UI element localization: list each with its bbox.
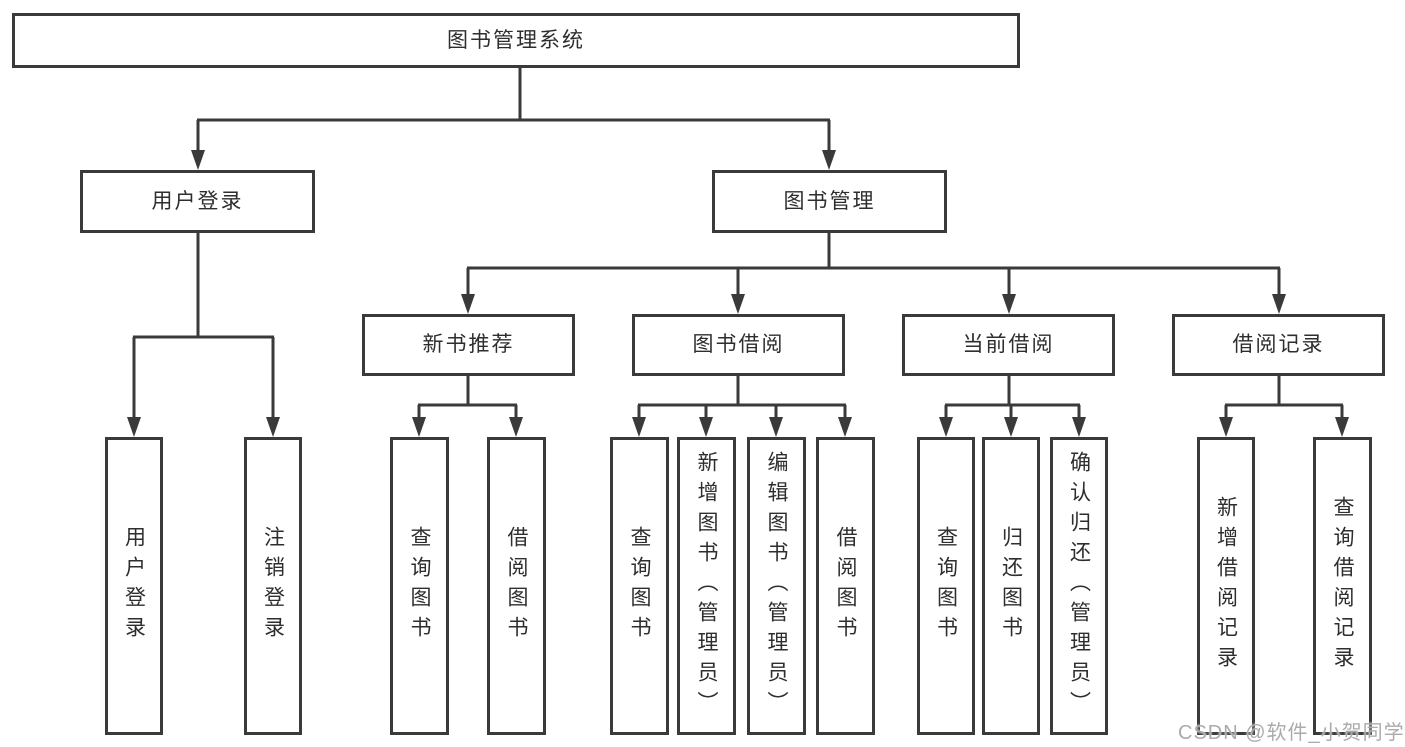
node-label: 注销登录 bbox=[261, 526, 285, 646]
arrowhead bbox=[1002, 294, 1016, 314]
node-label: 归还图书 bbox=[999, 526, 1023, 646]
arrowhead bbox=[1004, 417, 1018, 437]
node-label: 查询图书 bbox=[628, 526, 651, 646]
arrowhead bbox=[266, 417, 280, 437]
arrowhead bbox=[191, 150, 205, 170]
leaf-query-borrow-record: 查询借阅记录 bbox=[1313, 437, 1372, 735]
node-book-borrow: 图书借阅 bbox=[632, 314, 845, 376]
leaf-logout: 注销登录 bbox=[244, 437, 302, 735]
node-label: 图书管理系统 bbox=[447, 28, 585, 52]
connector-book-borrow-children bbox=[637, 376, 847, 419]
leaf-confirm-return-admin: 确认归还（管理员） bbox=[1050, 437, 1108, 735]
node-label: 当前借阅 bbox=[962, 333, 1055, 357]
node-label: 借阅图书 bbox=[505, 526, 528, 646]
arrowhead bbox=[509, 417, 523, 437]
leaf-user-login: 用户登录 bbox=[105, 437, 163, 735]
node-label: 图书借阅 bbox=[692, 333, 785, 357]
node-label: 用户登录 bbox=[151, 189, 244, 213]
node-book-management: 图书管理 bbox=[712, 170, 947, 233]
node-current-borrow: 当前借阅 bbox=[902, 314, 1115, 376]
node-label: 查询图书 bbox=[408, 526, 431, 646]
connector-book-management-children bbox=[466, 233, 1281, 296]
arrowhead bbox=[412, 417, 426, 437]
arrowhead bbox=[461, 294, 475, 314]
node-root-library-system: 图书管理系统 bbox=[12, 13, 1020, 68]
leaf-add-borrow-record: 新增借阅记录 bbox=[1197, 437, 1255, 735]
connector-current-borrow-children bbox=[944, 376, 1081, 419]
arrowhead bbox=[632, 417, 646, 437]
arrowhead bbox=[127, 417, 141, 437]
node-label: 查询借阅记录 bbox=[1331, 496, 1354, 676]
connector-root-to-level2 bbox=[196, 68, 831, 152]
arrowhead bbox=[731, 294, 745, 314]
arrowhead bbox=[838, 417, 852, 437]
arrowhead bbox=[939, 417, 953, 437]
connector-new-book-recommend-children bbox=[417, 376, 518, 419]
leaf-borrow-books: 借阅图书 bbox=[816, 437, 875, 735]
arrowhead bbox=[1072, 417, 1086, 437]
connector-user-login-children bbox=[132, 233, 275, 419]
arrowhead bbox=[769, 417, 783, 437]
node-label: 新书推荐 bbox=[422, 333, 515, 357]
leaf-return-books: 归还图书 bbox=[982, 437, 1040, 735]
node-label: 借阅记录 bbox=[1232, 333, 1325, 357]
arrowhead bbox=[699, 417, 713, 437]
node-user-login: 用户登录 bbox=[80, 170, 315, 233]
connector-borrow-records-children bbox=[1224, 376, 1344, 419]
node-borrow-records: 借阅记录 bbox=[1172, 314, 1385, 376]
leaf-query-books-current: 查询图书 bbox=[917, 437, 975, 735]
leaf-edit-books-admin: 编辑图书（管理员） bbox=[747, 437, 806, 735]
node-label: 编辑图书（管理员） bbox=[765, 451, 788, 721]
node-label: 图书管理 bbox=[783, 189, 876, 213]
node-new-book-recommend: 新书推荐 bbox=[362, 314, 575, 376]
leaf-query-books-recommend: 查询图书 bbox=[390, 437, 449, 735]
node-label: 新增借阅记录 bbox=[1214, 496, 1238, 676]
node-label: 查询图书 bbox=[934, 526, 958, 646]
arrowhead bbox=[1219, 417, 1233, 437]
node-label: 新增图书（管理员） bbox=[695, 451, 718, 721]
node-label: 用户登录 bbox=[122, 526, 146, 646]
arrowhead bbox=[822, 150, 836, 170]
arrowhead bbox=[1335, 417, 1349, 437]
leaf-add-books-admin: 新增图书（管理员） bbox=[677, 437, 736, 735]
leaf-borrow-books-recommend: 借阅图书 bbox=[487, 437, 546, 735]
csdn-watermark: CSDN @软件_小贺同学 bbox=[1178, 722, 1405, 744]
leaf-query-books-borrow: 查询图书 bbox=[610, 437, 669, 735]
arrowhead bbox=[1272, 294, 1286, 314]
node-label: 确认归还（管理员） bbox=[1067, 451, 1091, 721]
node-label: 借阅图书 bbox=[834, 526, 857, 646]
